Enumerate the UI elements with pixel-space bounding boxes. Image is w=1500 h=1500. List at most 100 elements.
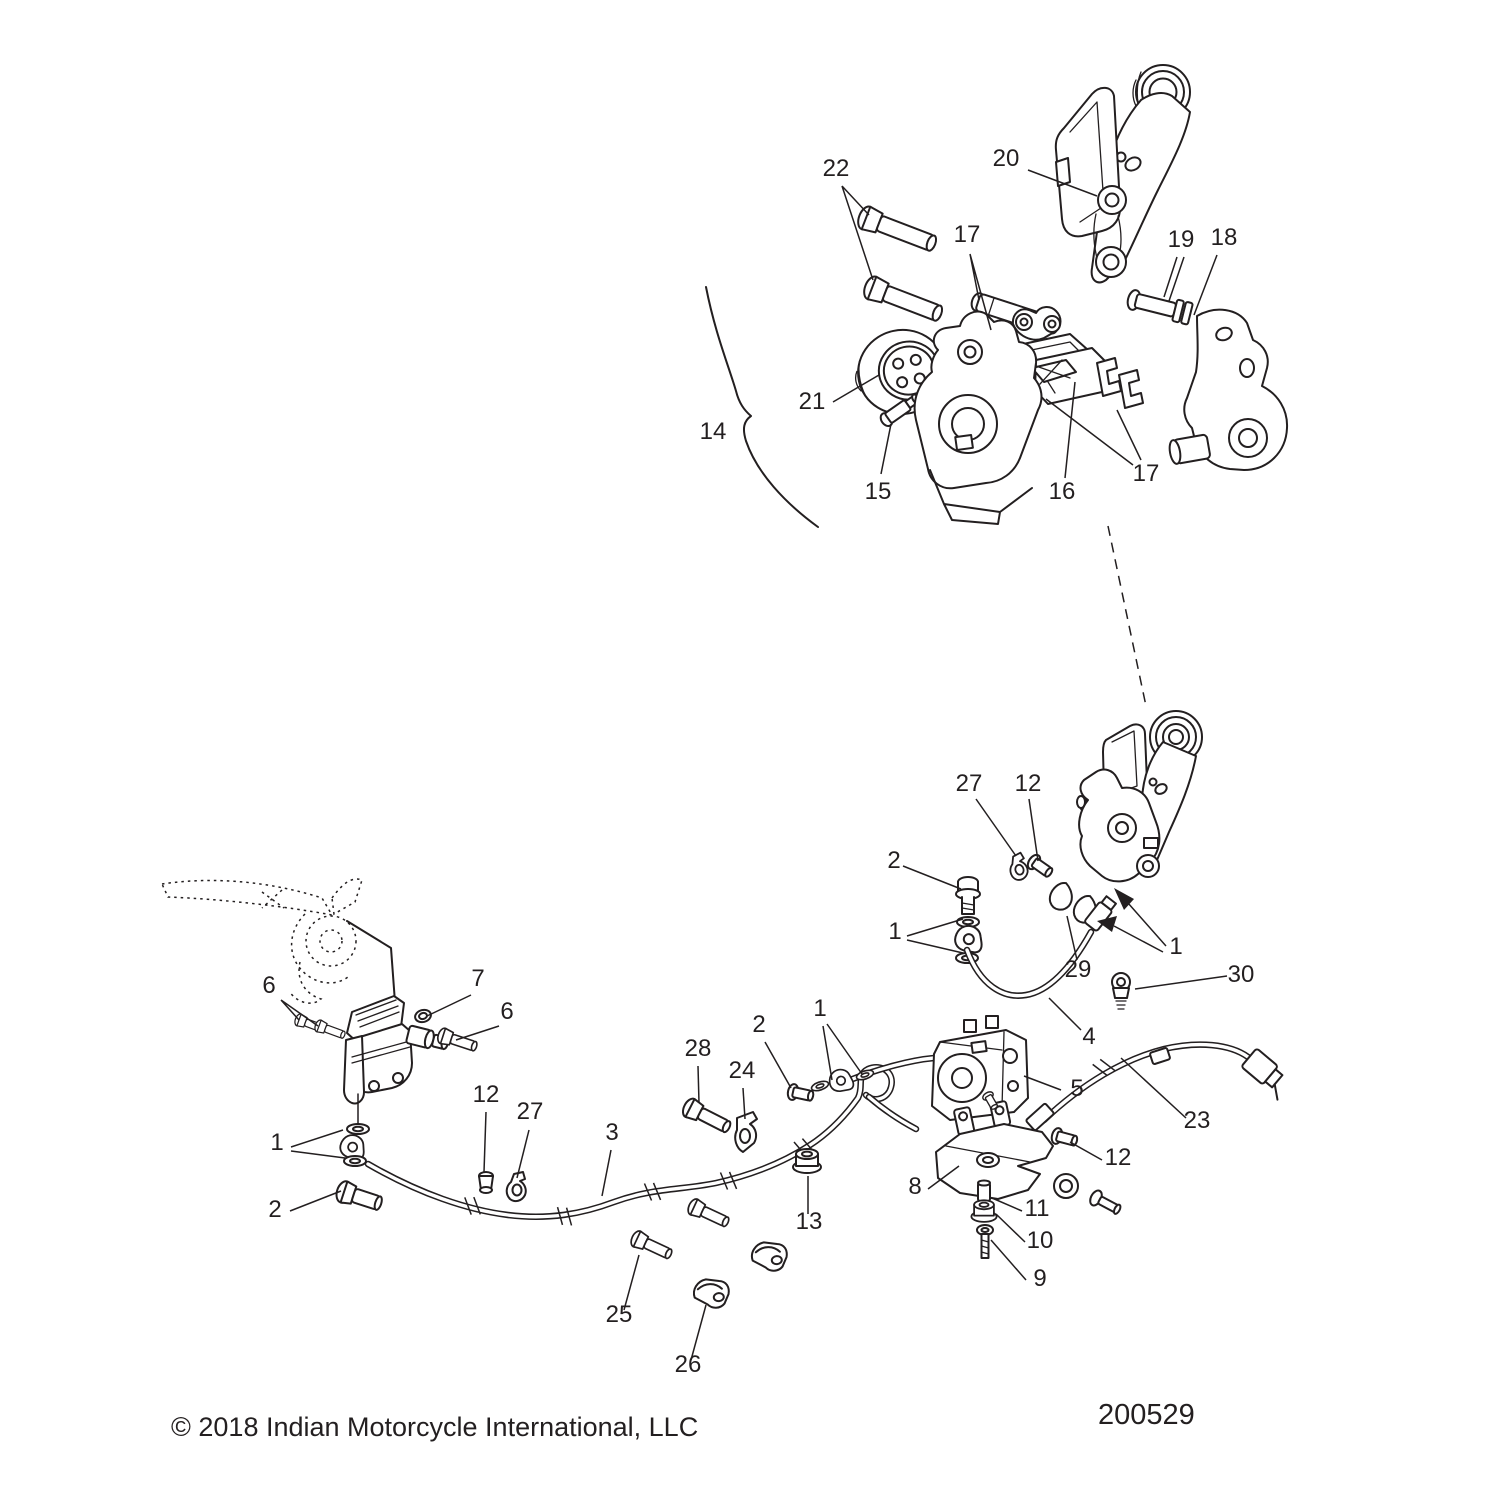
rear-caliper-assembled xyxy=(1076,710,1203,883)
leader-17a xyxy=(969,253,992,331)
bolt-25 xyxy=(627,1228,676,1264)
leader-10 xyxy=(995,1213,1026,1243)
callout-10: 10 xyxy=(1027,1227,1054,1254)
callout-17a: 17 xyxy=(954,221,981,248)
torque-link xyxy=(1093,185,1127,278)
leader-20 xyxy=(1027,169,1098,197)
grommet-screw xyxy=(1089,1189,1122,1215)
arrow-1b-lower xyxy=(1097,916,1117,932)
elbow-fitting-center xyxy=(826,1066,856,1094)
callout-23: 23 xyxy=(1184,1107,1211,1134)
leader-7 xyxy=(426,994,472,1017)
callout-3: 3 xyxy=(605,1119,618,1146)
clamp-27b xyxy=(505,1171,527,1203)
callout-26: 26 xyxy=(675,1351,702,1378)
leader-21 xyxy=(832,374,880,403)
leader-1a xyxy=(906,918,964,954)
nut-7 xyxy=(414,1008,432,1024)
brake-lever-phantom xyxy=(160,878,363,1004)
lever-link-line xyxy=(346,920,397,1017)
callout-13: 13 xyxy=(796,1208,823,1235)
master-cylinder-assembly xyxy=(292,920,480,1211)
bolt-12b xyxy=(478,1171,494,1194)
bolt-6b xyxy=(435,1026,480,1056)
leader-16 xyxy=(1064,381,1076,479)
callout-2b: 2 xyxy=(268,1196,281,1223)
callout-1a: 1 xyxy=(888,918,901,945)
rear-hose-and-fittings xyxy=(952,851,1131,1010)
rear-brake-line-23 xyxy=(1025,1041,1284,1132)
leader-29 xyxy=(1066,915,1078,961)
leader-28 xyxy=(697,1065,700,1104)
spacer-11 xyxy=(977,1179,991,1202)
callout-2c: 2 xyxy=(752,1011,765,1038)
leader-2c xyxy=(764,1041,792,1089)
banjo-bolt-2a xyxy=(955,876,981,915)
callout-11: 11 xyxy=(1025,1195,1050,1222)
bracket-bolt-12c xyxy=(1049,1125,1080,1151)
callout-6b: 6 xyxy=(500,998,513,1025)
copyright-text: © 2018 Indian Motorcycle International, … xyxy=(171,1412,698,1442)
callout-18: 18 xyxy=(1211,224,1238,251)
callout-17b: 17 xyxy=(1133,460,1160,487)
callout-12b: 12 xyxy=(473,1081,500,1108)
leader-5 xyxy=(1023,1075,1062,1091)
line-clip-26-upper xyxy=(749,1239,790,1274)
callout-15: 15 xyxy=(865,478,892,505)
abs-bracket-8-group xyxy=(935,1089,1122,1259)
leader-18 xyxy=(1193,254,1218,316)
figure-number: 200529 xyxy=(1098,1399,1195,1431)
leader-17b xyxy=(1045,398,1142,466)
leader-11 xyxy=(991,1197,1023,1212)
callout-29: 29 xyxy=(1065,956,1092,983)
hose-clamp-27a xyxy=(1005,851,1031,883)
callout-5: 5 xyxy=(1070,1075,1083,1102)
line-mounting-hardware xyxy=(478,1095,822,1311)
callout-27b: 27 xyxy=(517,1098,544,1125)
rear-caliper-body xyxy=(1076,768,1161,883)
leader-4 xyxy=(1048,997,1082,1031)
washer-1d-left xyxy=(809,1078,831,1094)
leader-2b xyxy=(289,1190,342,1212)
callout-2a: 2 xyxy=(887,847,900,874)
leader-3 xyxy=(601,1149,612,1197)
leader-lines xyxy=(280,169,1228,1361)
clamp-bolt-12a xyxy=(1024,851,1057,882)
washer-1d-right xyxy=(854,1067,876,1083)
callout-8: 8 xyxy=(908,1173,921,1200)
leader-27a xyxy=(975,798,1017,857)
leader-9 xyxy=(990,1239,1027,1281)
callout-9: 9 xyxy=(1033,1265,1046,1292)
callout-30: 30 xyxy=(1228,961,1255,988)
leader-12a xyxy=(1028,798,1039,862)
callout-19: 19 xyxy=(1168,226,1195,253)
callout-20: 20 xyxy=(993,145,1020,172)
leader-25 xyxy=(623,1254,640,1311)
leader-1d xyxy=(822,1023,863,1081)
clamp-24 xyxy=(734,1111,758,1153)
leader-19 xyxy=(1163,256,1185,302)
mount-bolt-22-lower xyxy=(860,273,947,327)
callout-1b: 1 xyxy=(1169,933,1182,960)
callout-28: 28 xyxy=(685,1035,712,1062)
callout-12c: 12 xyxy=(1105,1144,1132,1171)
callout-22: 22 xyxy=(823,155,850,182)
speed-sensor-30 xyxy=(1111,972,1131,1010)
callout-4: 4 xyxy=(1082,1023,1095,1050)
leader-22 xyxy=(841,185,874,281)
leader-6b xyxy=(455,1025,500,1041)
assembly-reference-dashed-line xyxy=(1107,525,1147,707)
retaining-clip-29-left xyxy=(1047,880,1075,913)
pad-retainer-clips-17 xyxy=(1096,357,1144,409)
cylinder-body xyxy=(343,1023,413,1105)
leader-15 xyxy=(880,423,892,475)
leader-1c xyxy=(290,1129,346,1159)
banjo-bolt-2b xyxy=(335,1180,383,1211)
leader-12c xyxy=(1069,1141,1103,1161)
leader-24 xyxy=(742,1087,746,1120)
callout-1c: 1 xyxy=(270,1129,283,1156)
brace-14 xyxy=(705,286,819,528)
leader-27b xyxy=(516,1129,530,1179)
screw-9 xyxy=(976,1224,994,1259)
